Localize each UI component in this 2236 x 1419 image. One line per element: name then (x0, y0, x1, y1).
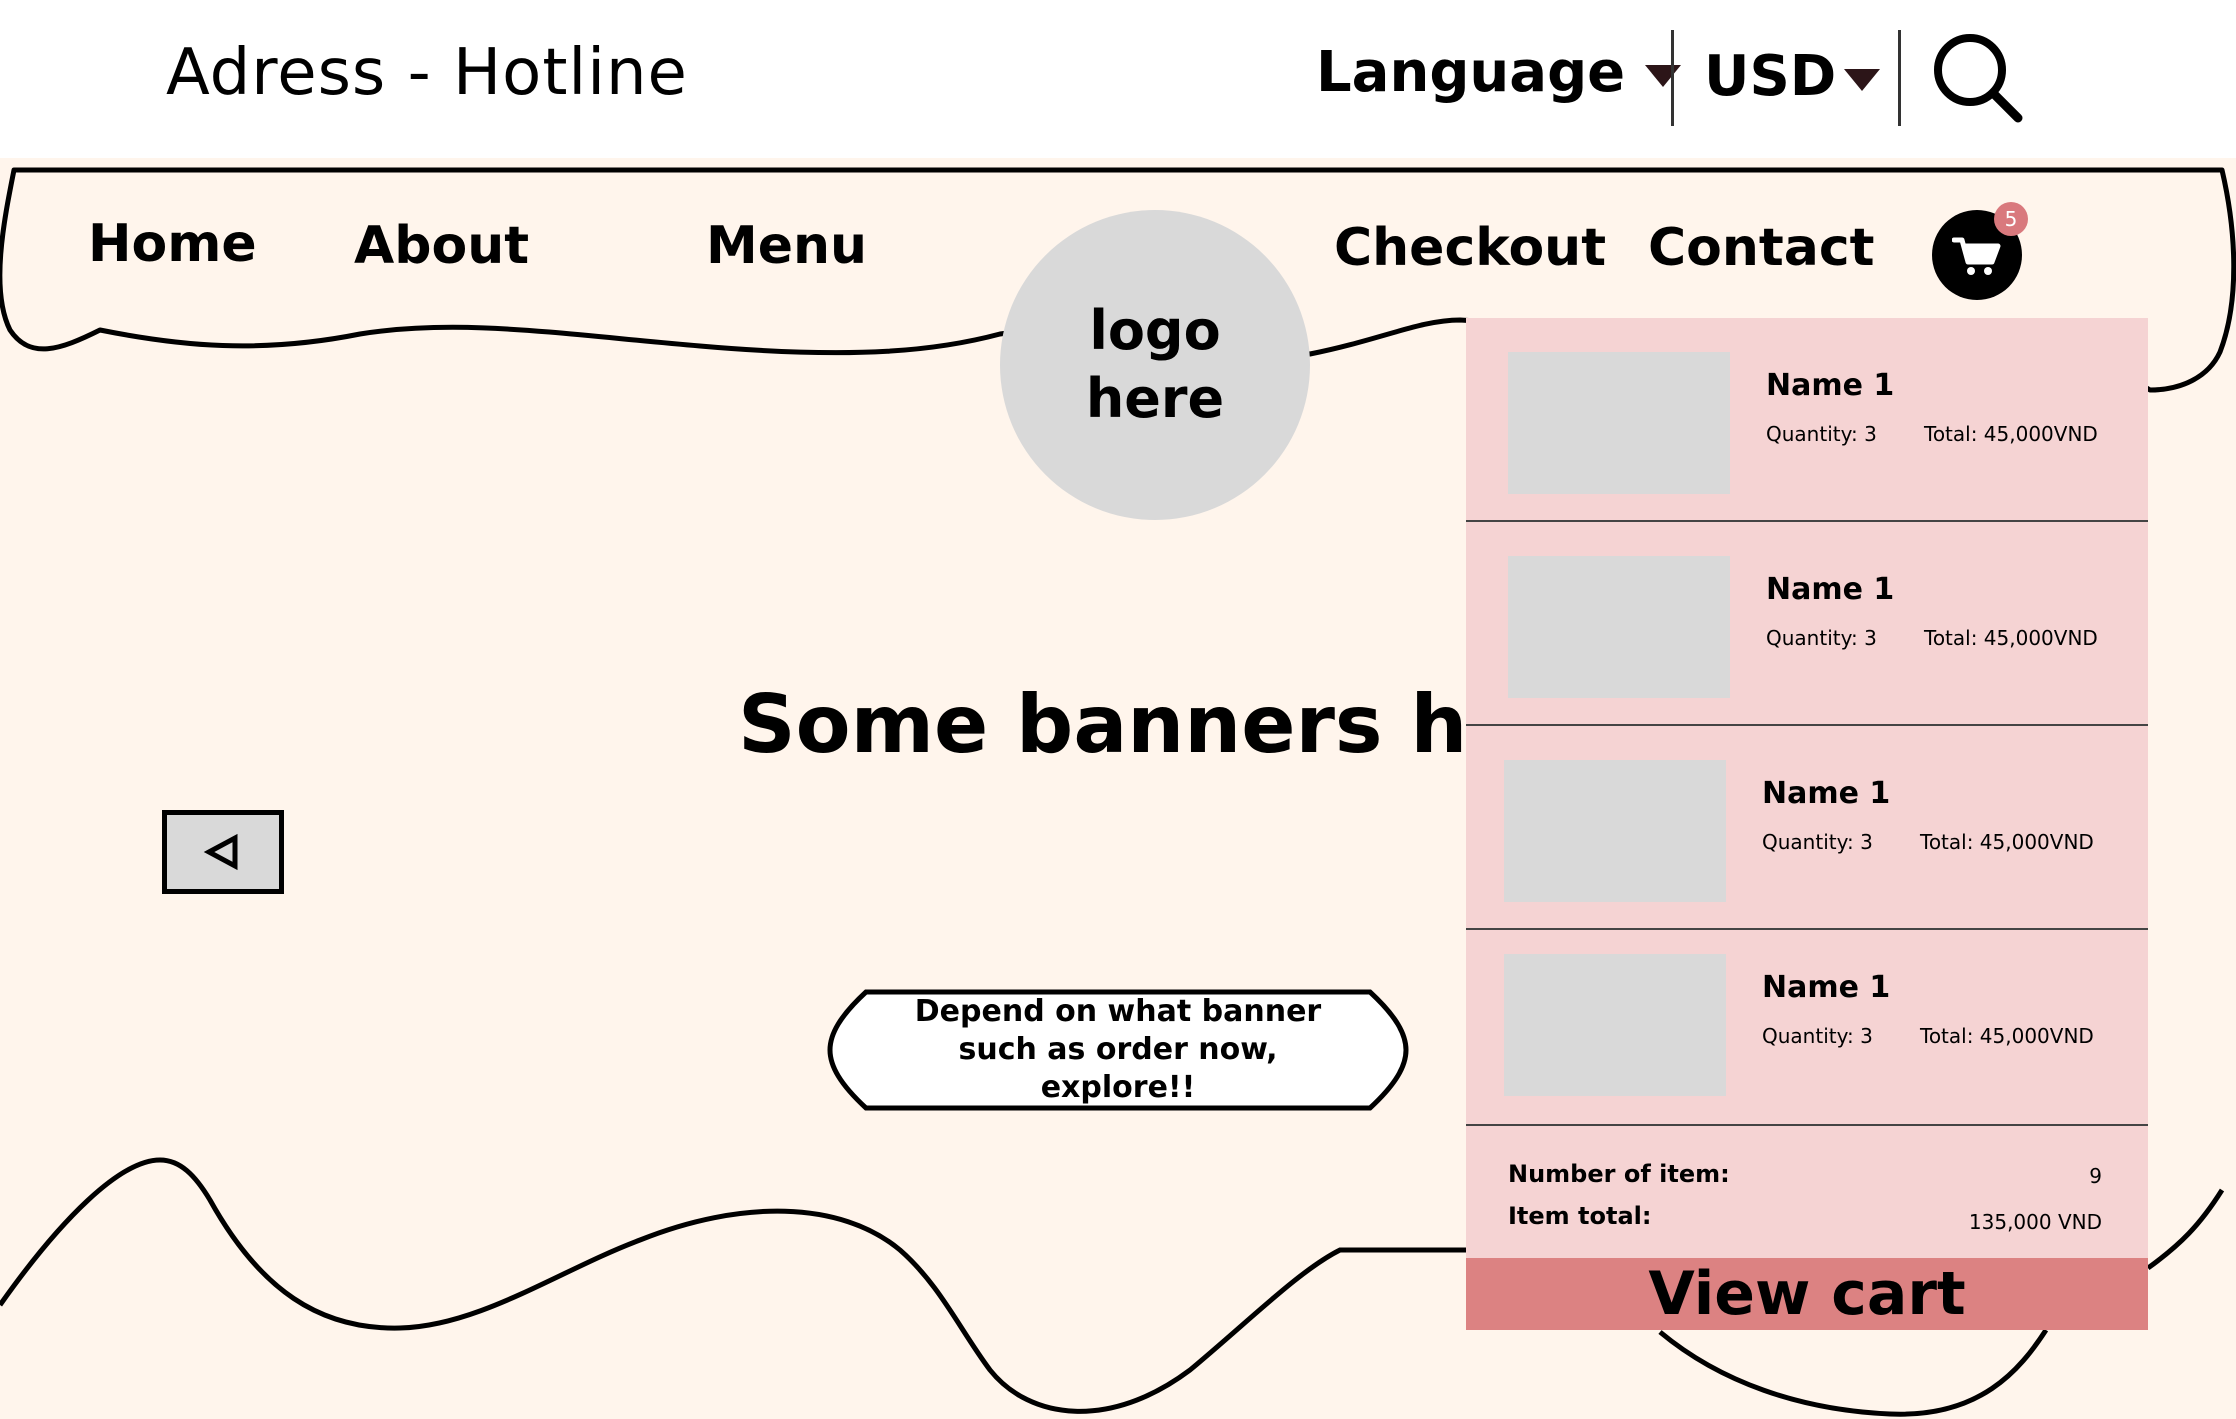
banner-cta-button[interactable]: Depend on what banner such as order now,… (826, 988, 1410, 1112)
item-total: Total: 45,000VND (1920, 1024, 2094, 1048)
cart-item[interactable]: Name 1 Quantity: 3 Total: 45,000VND (1466, 522, 2148, 726)
cart-item[interactable]: Name 1 Quantity: 3 Total: 45,000VND (1466, 930, 2148, 1126)
chevron-down-icon (1645, 64, 1682, 87)
nav-checkout[interactable]: Checkout (1334, 218, 1607, 278)
cart-count-badge: 5 (1994, 202, 2028, 236)
item-name: Name 1 (1762, 970, 1891, 1005)
logo[interactable]: logo here (1000, 210, 1310, 520)
cart-dropdown: Name 1 Quantity: 3 Total: 45,000VND Name… (1466, 318, 2148, 1330)
product-thumbnail (1508, 556, 1730, 698)
item-total-value: 135,000 VND (1968, 1210, 2102, 1234)
item-total-label: Item total: (1508, 1202, 1652, 1230)
cart-item[interactable]: Name 1 Quantity: 3 Total: 45,000VND (1466, 318, 2148, 522)
item-count-value: 9 (2089, 1164, 2102, 1188)
topbar-divider (1898, 30, 1901, 126)
logo-text: logo here (1085, 299, 1225, 430)
item-name: Name 1 (1766, 368, 1895, 403)
nav-home[interactable]: Home (88, 214, 257, 274)
chevron-down-icon (1844, 68, 1881, 91)
item-quantity: Quantity: 3 (1762, 1024, 1873, 1048)
banner-prev-button[interactable] (162, 810, 284, 894)
item-name: Name 1 (1762, 776, 1891, 811)
topbar-divider (1671, 30, 1674, 126)
triangle-left-icon (203, 833, 238, 871)
currency-label: USD (1704, 44, 1837, 109)
product-thumbnail (1504, 760, 1726, 902)
cta-outline (827, 989, 1409, 1111)
search-icon[interactable] (1926, 26, 2026, 126)
item-count-label: Number of item: (1508, 1160, 1730, 1188)
cta-text: Depend on what banner such as order now,… (914, 994, 1322, 1105)
item-quantity: Quantity: 3 (1766, 422, 1877, 446)
language-selector[interactable]: Language (1316, 40, 1682, 105)
nav-menu[interactable]: Menu (706, 216, 868, 276)
language-label: Language (1316, 40, 1626, 105)
cart-item[interactable]: Name 1 Quantity: 3 Total: 45,000VND (1466, 726, 2148, 930)
item-quantity: Quantity: 3 (1766, 626, 1877, 650)
item-total: Total: 45,000VND (1920, 830, 2094, 854)
item-total: Total: 45,000VND (1924, 422, 2098, 446)
nav-about[interactable]: About (354, 216, 530, 276)
currency-selector[interactable]: USD (1704, 44, 1881, 109)
address-hotline: Adress - Hotline (166, 36, 688, 110)
item-total: Total: 45,000VND (1924, 626, 2098, 650)
product-thumbnail (1504, 954, 1726, 1096)
nav-contact[interactable]: Contact (1648, 218, 1875, 278)
view-cart-button[interactable]: View cart (1466, 1258, 2148, 1330)
product-thumbnail (1508, 352, 1730, 494)
cart-icon (1952, 237, 2001, 275)
item-quantity: Quantity: 3 (1762, 830, 1873, 854)
item-name: Name 1 (1766, 572, 1895, 607)
